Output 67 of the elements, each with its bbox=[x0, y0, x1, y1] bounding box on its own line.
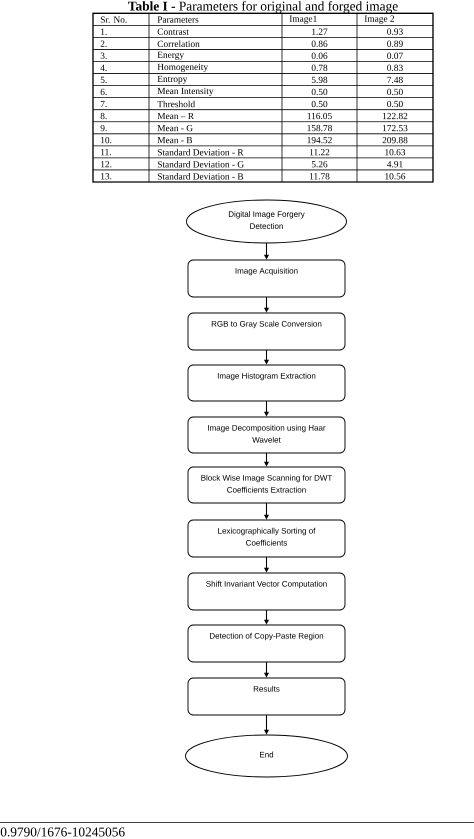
process-box: Detection of Copy-Paste Region bbox=[188, 624, 346, 662]
parameter-value: 122.82 bbox=[382, 112, 408, 120]
parameter-name: Threshold bbox=[157, 100, 195, 108]
parameter-value: 0.07 bbox=[387, 52, 403, 59]
row-number: 6. bbox=[100, 88, 107, 96]
parameter-value: 7.48 bbox=[387, 76, 403, 84]
parameter-name: Correlation bbox=[158, 40, 200, 48]
parameter-value: 0.78 bbox=[312, 64, 328, 71]
row-number: 1. bbox=[101, 28, 107, 35]
parameter-value: 194.52 bbox=[307, 137, 332, 144]
row-number: 3. bbox=[100, 52, 107, 59]
process-box: Shift Invariant Vector Computation bbox=[188, 572, 346, 610]
row-number: 10. bbox=[101, 136, 112, 144]
parameter-value: 158.78 bbox=[307, 124, 332, 132]
footer-text: 0.9790/1676-10245056 bbox=[0, 827, 125, 837]
parameter-value: 1.27 bbox=[312, 28, 328, 35]
parameter-value: 0.50 bbox=[387, 100, 403, 108]
column-header: Image1 bbox=[290, 16, 317, 24]
parameter-value: 4.91 bbox=[387, 161, 403, 168]
parameter-value: 0.86 bbox=[312, 40, 328, 47]
parameter-name: Entropy bbox=[158, 76, 188, 84]
parameter-value: 5.26 bbox=[312, 161, 328, 168]
parameter-name: Standard Deviation - B bbox=[158, 173, 244, 180]
process-box: Block Wise Image Scanning for DWT Coefficients Extraction bbox=[188, 466, 346, 504]
parameter-value: 11.78 bbox=[310, 173, 330, 180]
parameter-value: 0.83 bbox=[387, 64, 403, 71]
parameter-value: 10.56 bbox=[385, 173, 406, 180]
parameter-name: Energy bbox=[158, 52, 184, 60]
row-number: 12. bbox=[101, 161, 112, 168]
parameter-name: Mean - G bbox=[158, 124, 193, 132]
row-number: 2. bbox=[100, 40, 107, 47]
parameter-name: Standard Deviation - G bbox=[158, 160, 244, 168]
column-header: Sr. No. bbox=[100, 16, 127, 23]
process-box: Image Decomposition using Haar Wavelet bbox=[188, 416, 346, 454]
parameter-name: Mean – R bbox=[158, 112, 194, 120]
process-box: RGB to Gray Scale Conversion bbox=[188, 312, 346, 350]
parameter-value: 116.05 bbox=[308, 112, 332, 120]
parameter-value: 0.93 bbox=[387, 28, 403, 35]
row-number: 13. bbox=[101, 173, 112, 180]
row-number: 7. bbox=[100, 100, 107, 108]
parameter-value: 11.22 bbox=[310, 149, 330, 156]
process-box: Lexicographically Sorting of Coefficients bbox=[188, 520, 346, 558]
parameter-value: 0.89 bbox=[387, 40, 403, 47]
parameter-value: 0.50 bbox=[387, 88, 403, 96]
process-box: Results bbox=[188, 678, 346, 716]
table-title: Table I - Parameters for original and forged image bbox=[128, 1, 398, 14]
process-box: Image Histogram Extraction bbox=[188, 364, 346, 402]
parameter-value: 0.06 bbox=[312, 52, 328, 59]
parameter-name: Homogeneity bbox=[158, 64, 208, 72]
parameter-name: Mean Intensity bbox=[158, 88, 214, 96]
parameter-name: Contrast bbox=[158, 28, 189, 35]
row-number: 9. bbox=[100, 124, 107, 132]
process-box: Image Acquisition bbox=[188, 260, 346, 298]
parameter-value: 0.50 bbox=[312, 88, 328, 96]
parameter-value: 5.98 bbox=[312, 76, 328, 84]
parameter-name: Standard Deviation - R bbox=[158, 148, 244, 156]
column-header: Image 2 bbox=[364, 16, 394, 24]
column-header: Parameters bbox=[158, 16, 198, 23]
parameter-value: 209.88 bbox=[382, 136, 408, 144]
parameter-value: 172.53 bbox=[382, 124, 408, 132]
parameter-name: Mean - B bbox=[158, 137, 192, 144]
row-number: 11. bbox=[101, 149, 111, 156]
row-number: 8. bbox=[100, 112, 107, 120]
row-number: 5. bbox=[100, 76, 107, 83]
row-number: 4. bbox=[100, 64, 107, 71]
parameter-value: 10.63 bbox=[385, 149, 406, 156]
parameter-value: 0.50 bbox=[312, 100, 328, 108]
